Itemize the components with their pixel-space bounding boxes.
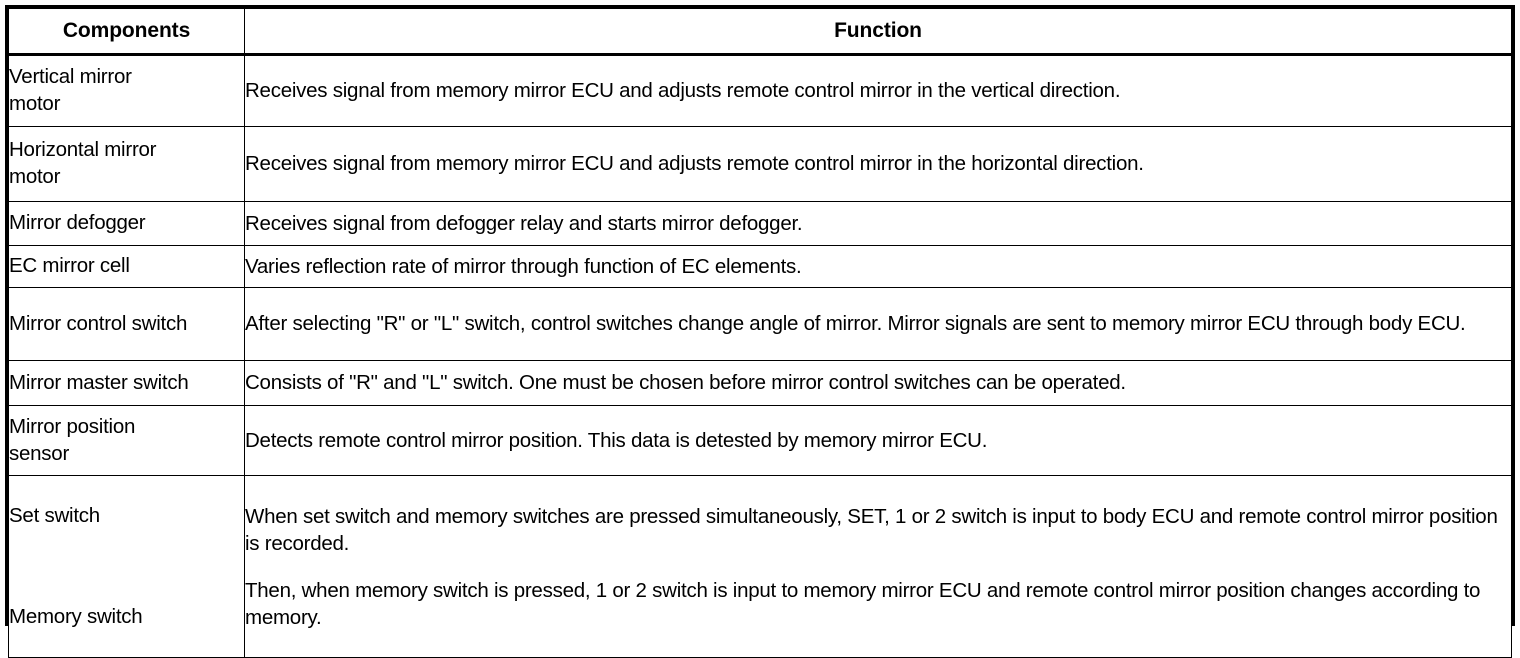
function-description-cell: Receives signal from memory mirror ECU a… (244, 126, 1512, 202)
component-name-cell: Mirror control switch (8, 287, 245, 361)
component-name-cell: Set switch Memory switch (8, 474, 245, 658)
table-head: Components Function (8, 8, 1512, 56)
table-row: Mirror position sensor Detects remote co… (8, 405, 1512, 476)
table-row: Mirror master switch Consists of "R" and… (8, 360, 1512, 406)
table-row: EC mirror cell Varies reflection rate of… (8, 245, 1512, 288)
table-header-row: Components Function (8, 8, 1512, 56)
function-description-cell: When set switch and memory switches are … (244, 474, 1512, 658)
column-header-function: Function (244, 8, 1512, 56)
component-label-set-switch: Set switch (9, 503, 100, 527)
component-name-cell: Mirror position sensor (8, 405, 245, 476)
components-function-table-container: Components Function Vertical mirror moto… (5, 5, 1515, 658)
function-paragraph: Varies reflection rate of mirror through… (245, 254, 802, 278)
component-name-cell: Mirror defogger (8, 201, 245, 246)
function-paragraph: Detects remote control mirror position. … (245, 428, 988, 452)
function-paragraph: Receives signal from defogger relay and … (245, 211, 803, 235)
function-description-cell: Receives signal from defogger relay and … (244, 201, 1512, 246)
function-paragraph: When set switch and memory switches are … (245, 504, 1498, 555)
function-description-cell: Detects remote control mirror position. … (244, 405, 1512, 476)
component-label-memory-switch: Memory switch (9, 604, 143, 628)
function-paragraph: After selecting "R" or "L" switch, contr… (245, 312, 1466, 336)
table-row: Mirror defogger Receives signal from def… (8, 201, 1512, 246)
table-row: Vertical mirror motor Receives signal fr… (8, 54, 1512, 127)
function-description-cell: After selecting "R" or "L" switch, contr… (244, 287, 1512, 361)
function-paragraph: Receives signal from memory mirror ECU a… (245, 79, 1121, 103)
function-description-cell: Consists of "R" and "L" switch. One must… (244, 360, 1512, 406)
function-paragraph: Receives signal from memory mirror ECU a… (245, 152, 1144, 176)
component-name-cell: Vertical mirror motor (8, 54, 245, 127)
component-name-cell: EC mirror cell (8, 245, 245, 288)
function-paragraph: Then, when memory switch is pressed, 1 o… (245, 578, 1481, 629)
table-row: Mirror control switch After selecting "R… (8, 287, 1512, 361)
function-paragraph: Consists of "R" and "L" switch. One must… (245, 371, 1126, 395)
function-description-cell: Varies reflection rate of mirror through… (244, 245, 1512, 288)
table-body: Vertical mirror motor Receives signal fr… (8, 54, 1512, 658)
components-function-table: Components Function Vertical mirror moto… (8, 8, 1512, 658)
component-name-cell: Horizontal mirror motor (8, 126, 245, 202)
table-row: Set switch Memory switch When set switch… (8, 474, 1512, 658)
function-description-cell: Receives signal from memory mirror ECU a… (244, 54, 1512, 127)
component-name-cell: Mirror master switch (8, 360, 245, 406)
column-header-components: Components (8, 8, 245, 56)
table-row: Horizontal mirror motor Receives signal … (8, 126, 1512, 202)
